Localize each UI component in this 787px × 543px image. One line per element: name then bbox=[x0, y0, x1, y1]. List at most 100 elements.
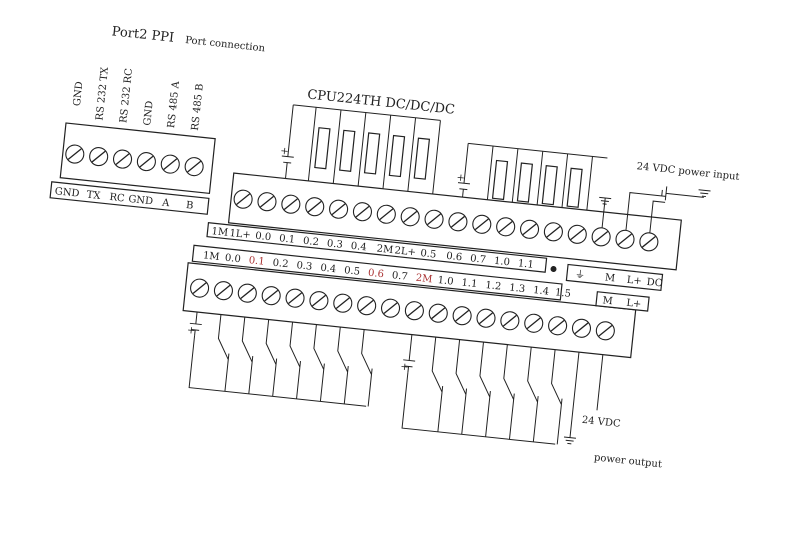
port-screws bbox=[65, 144, 204, 177]
out-label-q10: 1.0 bbox=[493, 256, 510, 269]
input-screw bbox=[333, 293, 353, 313]
input-screws bbox=[190, 278, 615, 341]
load-resistor bbox=[339, 129, 356, 172]
input-screw bbox=[237, 283, 257, 303]
out-label-q04: 0.4 bbox=[350, 241, 367, 254]
load-resistor bbox=[566, 167, 583, 208]
port-bottom-b: B bbox=[185, 200, 193, 212]
port-screw bbox=[160, 154, 180, 174]
port-screw bbox=[136, 152, 156, 172]
port-bottom-rc: RC bbox=[109, 192, 126, 205]
port-label-rs232-rc: RS 232 RC bbox=[118, 67, 135, 123]
in-label-i15: 1.5 bbox=[554, 287, 571, 300]
input-screw bbox=[500, 311, 520, 331]
in-label-1m: 1M bbox=[202, 250, 220, 263]
out-label-1lplus: 1L+ bbox=[229, 228, 251, 241]
input-screw bbox=[428, 303, 448, 323]
port-bottom-gnd-2: GND bbox=[128, 194, 154, 208]
input-labels: 1M 0.0 0.1 0.2 0.3 0.4 0.5 0.6 0.7 2M 1.… bbox=[202, 250, 571, 300]
power-label-lplus: L+ bbox=[626, 275, 642, 288]
out-label-q05: 0.5 bbox=[420, 248, 437, 261]
load-resistor bbox=[388, 134, 406, 178]
input-screw bbox=[595, 321, 615, 341]
output-screw bbox=[281, 194, 301, 214]
in-label-i04: 0.4 bbox=[320, 263, 337, 276]
port-screw bbox=[184, 157, 204, 177]
input-screw bbox=[524, 313, 544, 333]
port-label-strip bbox=[49, 181, 210, 215]
sensor-label-strip bbox=[595, 291, 650, 312]
power-output-wiring: 24 VDC power output bbox=[563, 352, 662, 470]
output-load-group-1: + bbox=[280, 104, 441, 212]
input-screw bbox=[357, 296, 377, 316]
out-label-q06: 0.6 bbox=[446, 251, 463, 264]
separator-dot bbox=[550, 266, 557, 273]
port-screw bbox=[89, 147, 109, 167]
output-screw bbox=[424, 209, 444, 229]
plus-sign: + bbox=[280, 146, 289, 158]
input-screw bbox=[548, 316, 568, 336]
port-label-rs485-a: RS 485 A bbox=[166, 80, 182, 129]
out-label-q02: 0.2 bbox=[302, 236, 319, 249]
input-screw bbox=[213, 281, 233, 301]
in-label-2m: 2M bbox=[415, 273, 433, 286]
in-label-i05: 0.5 bbox=[344, 265, 361, 278]
power-label-m: M bbox=[604, 272, 615, 284]
input-screw bbox=[404, 301, 424, 321]
in-label-i13: 1.3 bbox=[509, 283, 526, 296]
power-output-label: power output bbox=[593, 452, 662, 470]
plus-sign: + bbox=[400, 362, 409, 374]
load-resistor bbox=[541, 165, 558, 206]
in-label-i06: 0.6 bbox=[367, 268, 384, 281]
port-title: Port2 PPI bbox=[111, 24, 175, 45]
output-labels: 1M 1L+ 0.0 0.1 0.2 0.3 0.4 2M 2L+ 0.5 0.… bbox=[211, 226, 534, 271]
sensor-label-m: M bbox=[602, 295, 613, 307]
load-resistor bbox=[413, 137, 431, 180]
port-screw bbox=[65, 144, 85, 164]
output-screw bbox=[567, 224, 587, 244]
port-screw bbox=[112, 149, 133, 169]
plus-sign: + bbox=[456, 172, 465, 184]
input-switch-group-2: + bbox=[400, 334, 563, 445]
in-label-i12: 1.2 bbox=[485, 280, 502, 293]
load-resistor bbox=[516, 162, 534, 203]
input-screw bbox=[571, 318, 592, 338]
output-screw bbox=[376, 204, 396, 224]
load-resistor bbox=[314, 127, 331, 170]
port-block: Port2 PPI Port connection GND RS 232 TX … bbox=[49, 24, 266, 215]
cpu-block: CPU224TH DC/DC/DC + + bbox=[182, 87, 740, 470]
port-label-gnd-2: GND bbox=[142, 100, 156, 126]
in-label-i02: 0.2 bbox=[272, 258, 289, 271]
output-screw bbox=[305, 197, 325, 217]
power-label-strip bbox=[565, 263, 664, 292]
port-subtitle: Port connection bbox=[185, 35, 266, 54]
out-label-q00: 0.0 bbox=[255, 231, 272, 244]
input-screw bbox=[380, 298, 401, 318]
in-label-i07: 0.7 bbox=[391, 270, 408, 283]
ground-symbol: ⏚ bbox=[574, 268, 585, 281]
power-output-voltage: 24 VDC bbox=[581, 415, 621, 430]
port-label-rs485-b: RS 485 B bbox=[190, 83, 206, 131]
out-label-q11: 1.1 bbox=[517, 258, 534, 271]
power-label-dc: DC bbox=[646, 277, 663, 290]
out-label-q01: 0.1 bbox=[279, 233, 296, 246]
port-bottom-labels: GND TX RC GND A B bbox=[54, 186, 194, 212]
sensor-label-lplus: L+ bbox=[626, 298, 642, 311]
port-label-gnd-1: GND bbox=[72, 81, 86, 107]
cpu-title: CPU224TH DC/DC/DC bbox=[307, 87, 456, 117]
in-label-i11: 1.1 bbox=[461, 278, 478, 291]
output-screw bbox=[496, 217, 516, 237]
in-label-i14: 1.4 bbox=[533, 285, 550, 298]
output-screw bbox=[543, 222, 563, 242]
output-screws bbox=[233, 189, 659, 252]
input-screw bbox=[452, 306, 472, 326]
output-screw bbox=[519, 219, 540, 239]
in-label-i10: 1.0 bbox=[437, 275, 454, 288]
output-screw bbox=[233, 189, 253, 209]
output-screw bbox=[257, 192, 277, 212]
input-screw bbox=[261, 286, 281, 306]
input-switch-group-1: + bbox=[186, 311, 373, 407]
plus-sign: + bbox=[186, 325, 195, 337]
